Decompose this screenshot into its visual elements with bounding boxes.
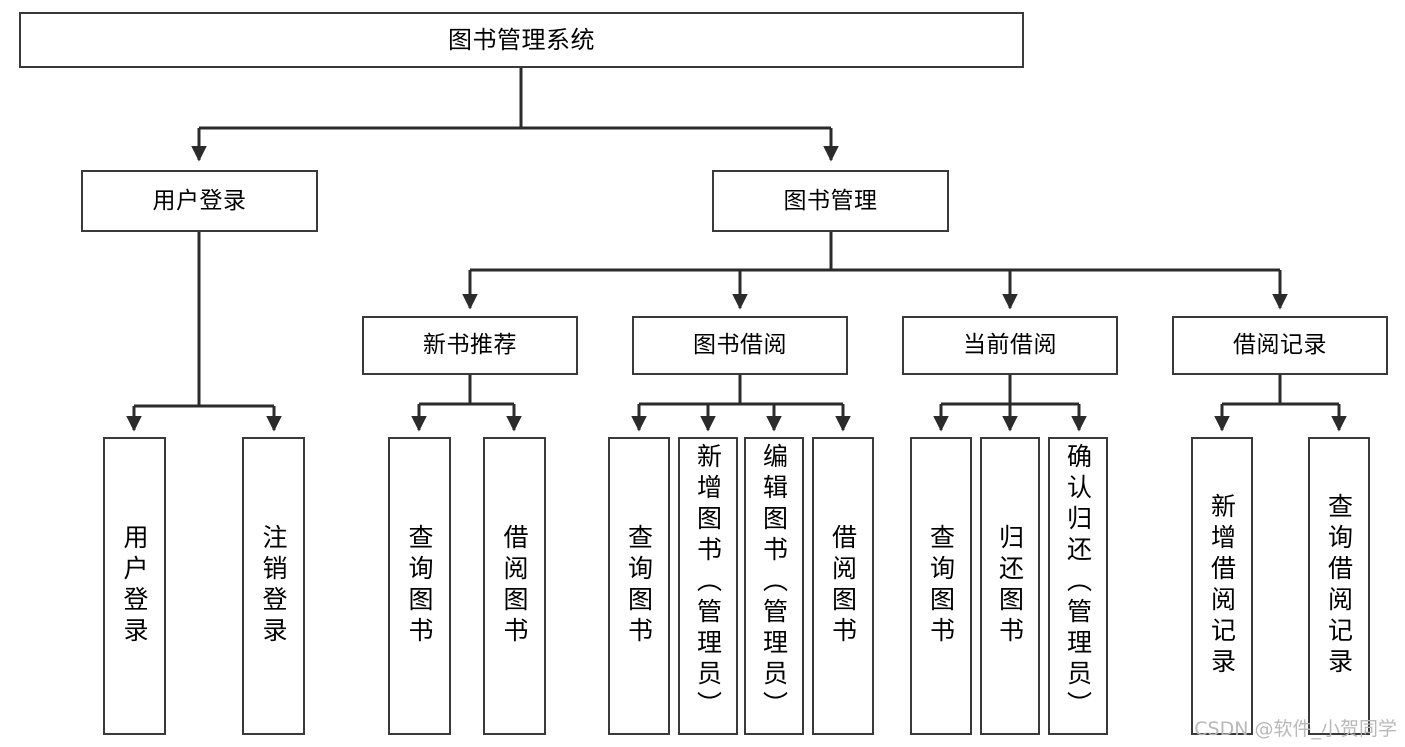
- node-label: 图书借阅: [693, 332, 787, 358]
- node-label: 归还图书: [995, 524, 1025, 648]
- leaf-logout[interactable]: 注销登录: [242, 437, 305, 735]
- leaf-confirm-return-admin[interactable]: 确认归还（管理员）: [1048, 437, 1108, 735]
- node-label: 图书管理: [783, 187, 878, 214]
- node-current-borrow[interactable]: 当前借阅: [902, 316, 1118, 375]
- node-new-book-recommend[interactable]: 新书推荐: [362, 316, 578, 375]
- leaf-text-wrap: 新增借阅记录: [1193, 439, 1251, 733]
- node-label: 借阅图书: [500, 524, 529, 648]
- node-borrow-record[interactable]: 借阅记录: [1172, 316, 1388, 375]
- leaf-query-book-current[interactable]: 查询图书: [910, 437, 972, 735]
- node-label: 新书推荐: [423, 332, 517, 358]
- leaf-add-book-admin[interactable]: 新增图书（管理员）: [678, 437, 738, 735]
- node-label: 查询图书: [405, 524, 434, 648]
- leaf-text-wrap: 查询借阅记录: [1310, 439, 1368, 733]
- node-book-borrow[interactable]: 图书借阅: [632, 316, 848, 375]
- node-label: 注销登录: [259, 524, 288, 648]
- leaf-borrow-book-recommend[interactable]: 借阅图书: [483, 437, 546, 735]
- leaf-text-wrap: 编辑图书（管理员）: [746, 439, 802, 733]
- node-book-management[interactable]: 图书管理: [712, 170, 949, 232]
- leaf-text-wrap: 查询图书: [390, 439, 449, 733]
- node-label: 编辑图书（管理员）: [759, 443, 789, 722]
- leaf-query-book-borrow[interactable]: 查询图书: [608, 437, 670, 735]
- leaf-borrow-book[interactable]: 借阅图书: [812, 437, 874, 735]
- leaf-return-book[interactable]: 归还图书: [980, 437, 1040, 735]
- node-label: 新增图书（管理员）: [693, 443, 723, 722]
- node-label: 用户登录: [152, 187, 247, 214]
- node-label: 查询图书: [926, 524, 956, 648]
- node-label: 借阅记录: [1233, 332, 1327, 358]
- leaf-text-wrap: 归还图书: [982, 439, 1038, 733]
- leaf-text-wrap: 用户登录: [105, 439, 164, 733]
- leaf-text-wrap: 借阅图书: [814, 439, 872, 733]
- leaf-text-wrap: 借阅图书: [485, 439, 544, 733]
- node-label: 新增借阅记录: [1207, 493, 1237, 679]
- node-label: 用户登录: [120, 524, 149, 648]
- node-root-book-management-system[interactable]: 图书管理系统: [19, 12, 1024, 68]
- csdn-watermark: CSDN @软件_小贺同学: [1194, 718, 1397, 740]
- leaf-text-wrap: 查询图书: [610, 439, 668, 733]
- leaf-user-login[interactable]: 用户登录: [103, 437, 166, 735]
- node-label: 确认归还（管理员）: [1063, 443, 1093, 722]
- leaf-query-borrow-record[interactable]: 查询借阅记录: [1308, 437, 1370, 735]
- node-label: 图书管理系统: [448, 26, 595, 54]
- leaf-add-borrow-record[interactable]: 新增借阅记录: [1191, 437, 1253, 735]
- leaf-text-wrap: 注销登录: [244, 439, 303, 733]
- node-label: 当前借阅: [963, 332, 1057, 358]
- node-label: 查询图书: [624, 524, 654, 648]
- leaf-edit-book-admin[interactable]: 编辑图书（管理员）: [744, 437, 804, 735]
- node-label: 借阅图书: [828, 524, 858, 648]
- node-label: 查询借阅记录: [1324, 493, 1354, 679]
- leaf-text-wrap: 新增图书（管理员）: [680, 439, 736, 733]
- leaf-text-wrap: 查询图书: [912, 439, 970, 733]
- leaf-text-wrap: 确认归还（管理员）: [1050, 439, 1106, 733]
- leaf-query-book-recommend[interactable]: 查询图书: [388, 437, 451, 735]
- node-user-login[interactable]: 用户登录: [81, 170, 318, 232]
